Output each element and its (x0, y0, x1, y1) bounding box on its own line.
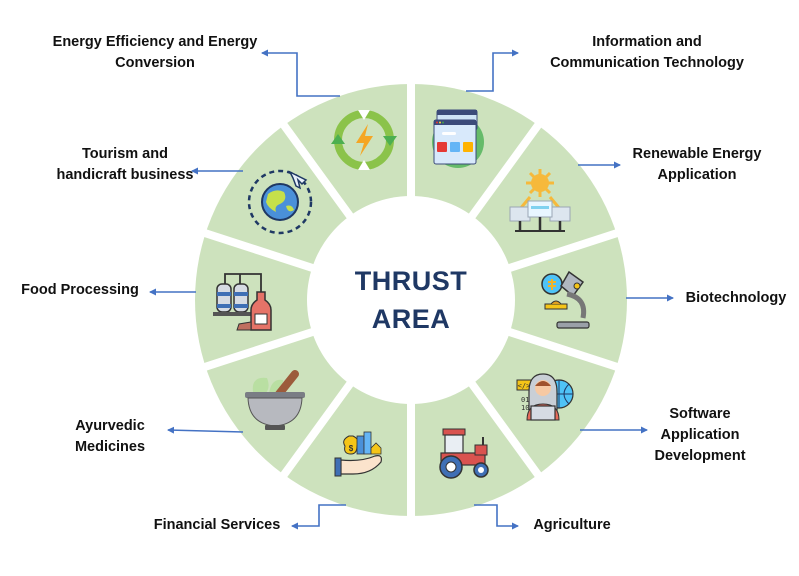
svg-text:01: 01 (521, 396, 529, 404)
tractor-icon (439, 428, 489, 479)
microscope-icon (541, 270, 590, 329)
energy-recycle-icon (331, 110, 397, 170)
center-title-line1: THRUST (354, 266, 468, 296)
globe-plane-icon (247, 169, 313, 235)
connector-ayurvedic (167, 426, 244, 434)
solar-panel-icon (509, 169, 571, 232)
center-title-line2: AREA (371, 304, 451, 334)
developer-laptop-icon: </> 01 10 (516, 373, 574, 421)
connector-agriculture (474, 504, 519, 530)
donut-ring (195, 76, 627, 524)
center-title: THRUST AREA (311, 262, 511, 338)
svg-text:</>: </> (518, 382, 531, 390)
label-tourism: Tourism and handicraft business (56, 146, 194, 183)
label-software: Software Application Development (654, 406, 746, 464)
connectors (149, 49, 674, 530)
money-hand-icon: $ (334, 431, 382, 477)
label-ayurvedic: Ayurvedic Medicines (74, 418, 146, 455)
svg-text:10: 10 (521, 404, 529, 412)
connector-ict (466, 49, 519, 92)
label-renewable: Renewable Energy Application (632, 146, 762, 183)
ring-inner-hole (307, 196, 515, 404)
connector-energy (261, 49, 340, 97)
label-ict: Information and Communication Technology (550, 34, 744, 71)
label-energy: Energy Efficiency and Energy Conversion (52, 34, 258, 71)
svg-text:$: $ (349, 444, 354, 453)
label-financial: Financial Services (153, 517, 281, 533)
label-food: Food Processing (21, 282, 139, 298)
label-biotech: Biotechnology (685, 290, 787, 306)
connector-financial (291, 504, 346, 530)
browser-windows-icon (432, 109, 484, 168)
label-agriculture: Agriculture (533, 517, 611, 533)
mortar-pestle-icon (245, 370, 305, 430)
food-factory-icon (213, 273, 272, 331)
